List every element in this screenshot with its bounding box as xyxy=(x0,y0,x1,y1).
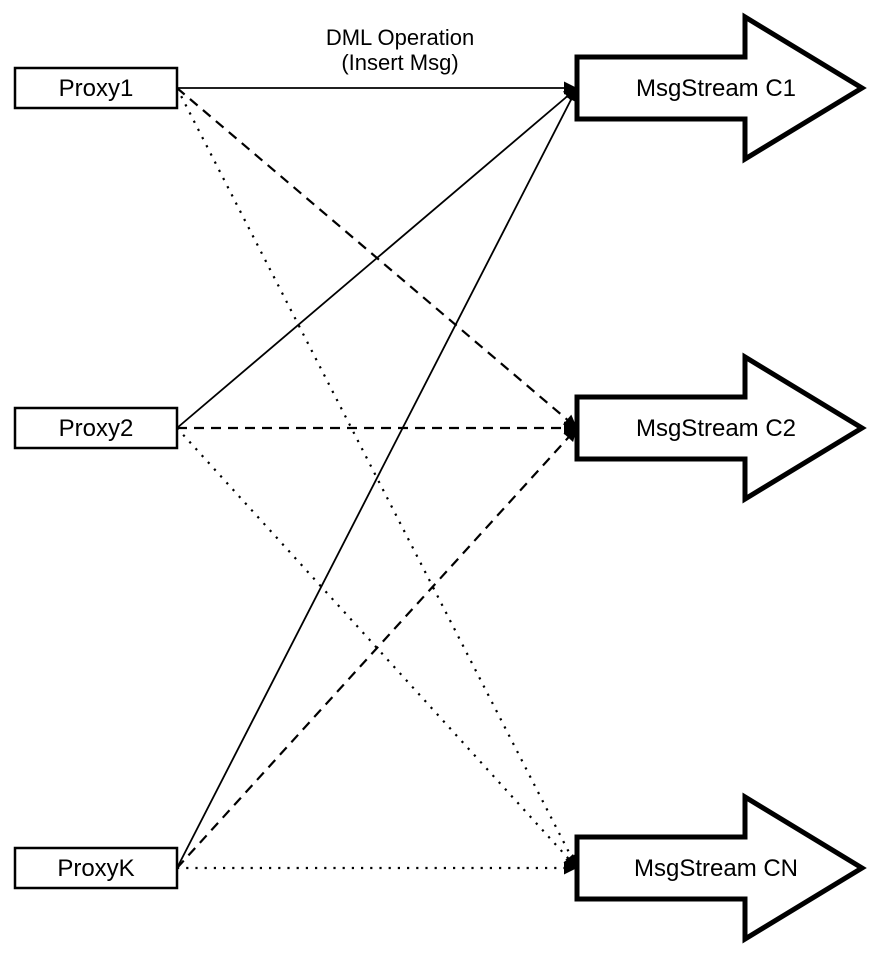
stream-label: MsgStream CN xyxy=(634,855,798,882)
msgstream-arrow-shape xyxy=(574,12,867,164)
proxy-label: ProxyK xyxy=(57,855,134,882)
proxy-node-proxy2: Proxy2 xyxy=(13,406,179,450)
edge-proxyk-c2 xyxy=(176,427,578,869)
proxy-label: Proxy1 xyxy=(59,75,134,102)
proxy-box xyxy=(13,66,179,110)
edge-proxy2-c1 xyxy=(176,87,578,429)
proxy-box xyxy=(13,846,179,890)
msgstream-arrow-shape xyxy=(574,352,867,504)
stream-node-cn: MsgStream CN xyxy=(574,792,867,944)
proxy-node-proxyk: ProxyK xyxy=(13,846,179,890)
stream-label: MsgStream C2 xyxy=(636,415,796,442)
proxy-box xyxy=(13,406,179,450)
stream-label: MsgStream C1 xyxy=(636,75,796,102)
stream-node-c2: MsgStream C2 xyxy=(574,352,867,504)
stream-node-c1: MsgStream C1 xyxy=(574,12,867,164)
edge-proxyk-c1 xyxy=(176,87,578,869)
msgstream-arrow-shape xyxy=(574,792,867,944)
proxy-node-proxy1: Proxy1 xyxy=(13,66,179,110)
dml-operation-label-line1: DML Operation xyxy=(326,25,474,50)
dml-operation-label-line2: (Insert Msg) xyxy=(341,50,458,75)
proxy-label: Proxy2 xyxy=(59,415,134,442)
edges-layer xyxy=(176,81,578,875)
